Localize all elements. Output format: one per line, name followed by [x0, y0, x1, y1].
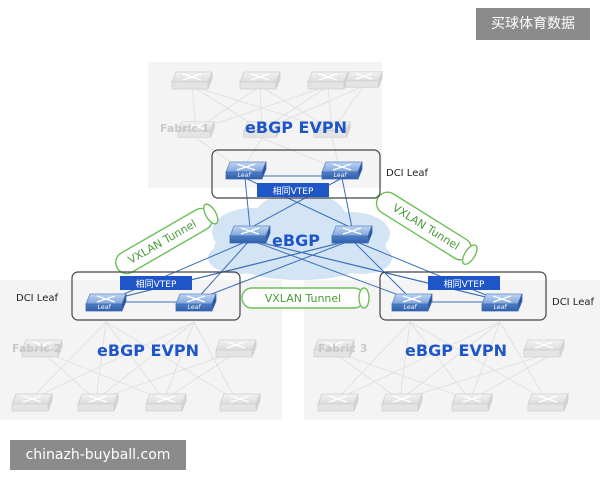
vtep-badge-1	[257, 183, 329, 197]
dci-1-leaf-right-label: Leaf	[334, 172, 348, 179]
fabric-3-mesh	[329, 321, 561, 401]
core-switch-right	[331, 225, 373, 244]
core-label: eBGP	[272, 231, 320, 250]
dci-1-leaf-left-label: Leaf	[238, 172, 252, 179]
fabric-2-protocol: eBGP EVPN	[97, 341, 199, 360]
core-switch-left	[229, 225, 271, 244]
vxlan-tunnel-right-label: VXLAN Tunnel	[390, 201, 462, 253]
fabric-1-protocol: eBGP EVPN	[245, 118, 347, 137]
watermark-bottom: chinazh-buyball.com	[10, 440, 186, 470]
dci-3-leaf-right-label: Leaf	[494, 304, 508, 311]
vtep-badge-1-label: 相同VTEP	[273, 185, 314, 197]
dci-2-leaf-right-label: Leaf	[188, 304, 202, 311]
dci-group-1-box	[211, 149, 381, 199]
fabric-2-name: Fabric 2	[12, 342, 61, 355]
vtep-badge-3	[428, 276, 500, 290]
dci-label-left: DCI Leaf	[16, 293, 58, 304]
vxlan-tunnel-right	[375, 191, 478, 266]
fabric-3-protocol: eBGP EVPN	[405, 341, 507, 360]
dci-group-2-box	[71, 271, 241, 321]
vtep-badge-2-label: 相同VTEP	[136, 278, 177, 290]
vtep-badge-3-label: 相同VTEP	[444, 278, 485, 290]
ebgp-core-cloud	[208, 192, 392, 280]
fabric-1-name: Fabric 1	[160, 122, 209, 135]
vxlan-tunnel-middle-label: VXLAN Tunnel	[265, 292, 341, 305]
fabric-1-spines	[171, 71, 383, 90]
vxlan-tunnel-middle	[241, 287, 370, 309]
dci-group-3-box	[379, 271, 547, 321]
dci-3-leaf-left-label: Leaf	[404, 304, 418, 311]
dci-label-right: DCI Leaf	[552, 297, 594, 308]
fabric-3-name: Fabric 3	[318, 342, 367, 355]
dci-2-leaf-left-label: Leaf	[98, 304, 112, 311]
vtep-badge-2	[120, 276, 192, 290]
vxlan-tunnel-left-label: VXLAN Tunnel	[126, 217, 199, 267]
watermark-top: 买球体育数据	[476, 8, 590, 40]
dci-label-top: DCI Leaf	[386, 168, 428, 179]
core-links	[109, 177, 499, 301]
vxlan-tunnel-left	[115, 203, 219, 275]
fabric-2-mesh	[29, 321, 241, 401]
